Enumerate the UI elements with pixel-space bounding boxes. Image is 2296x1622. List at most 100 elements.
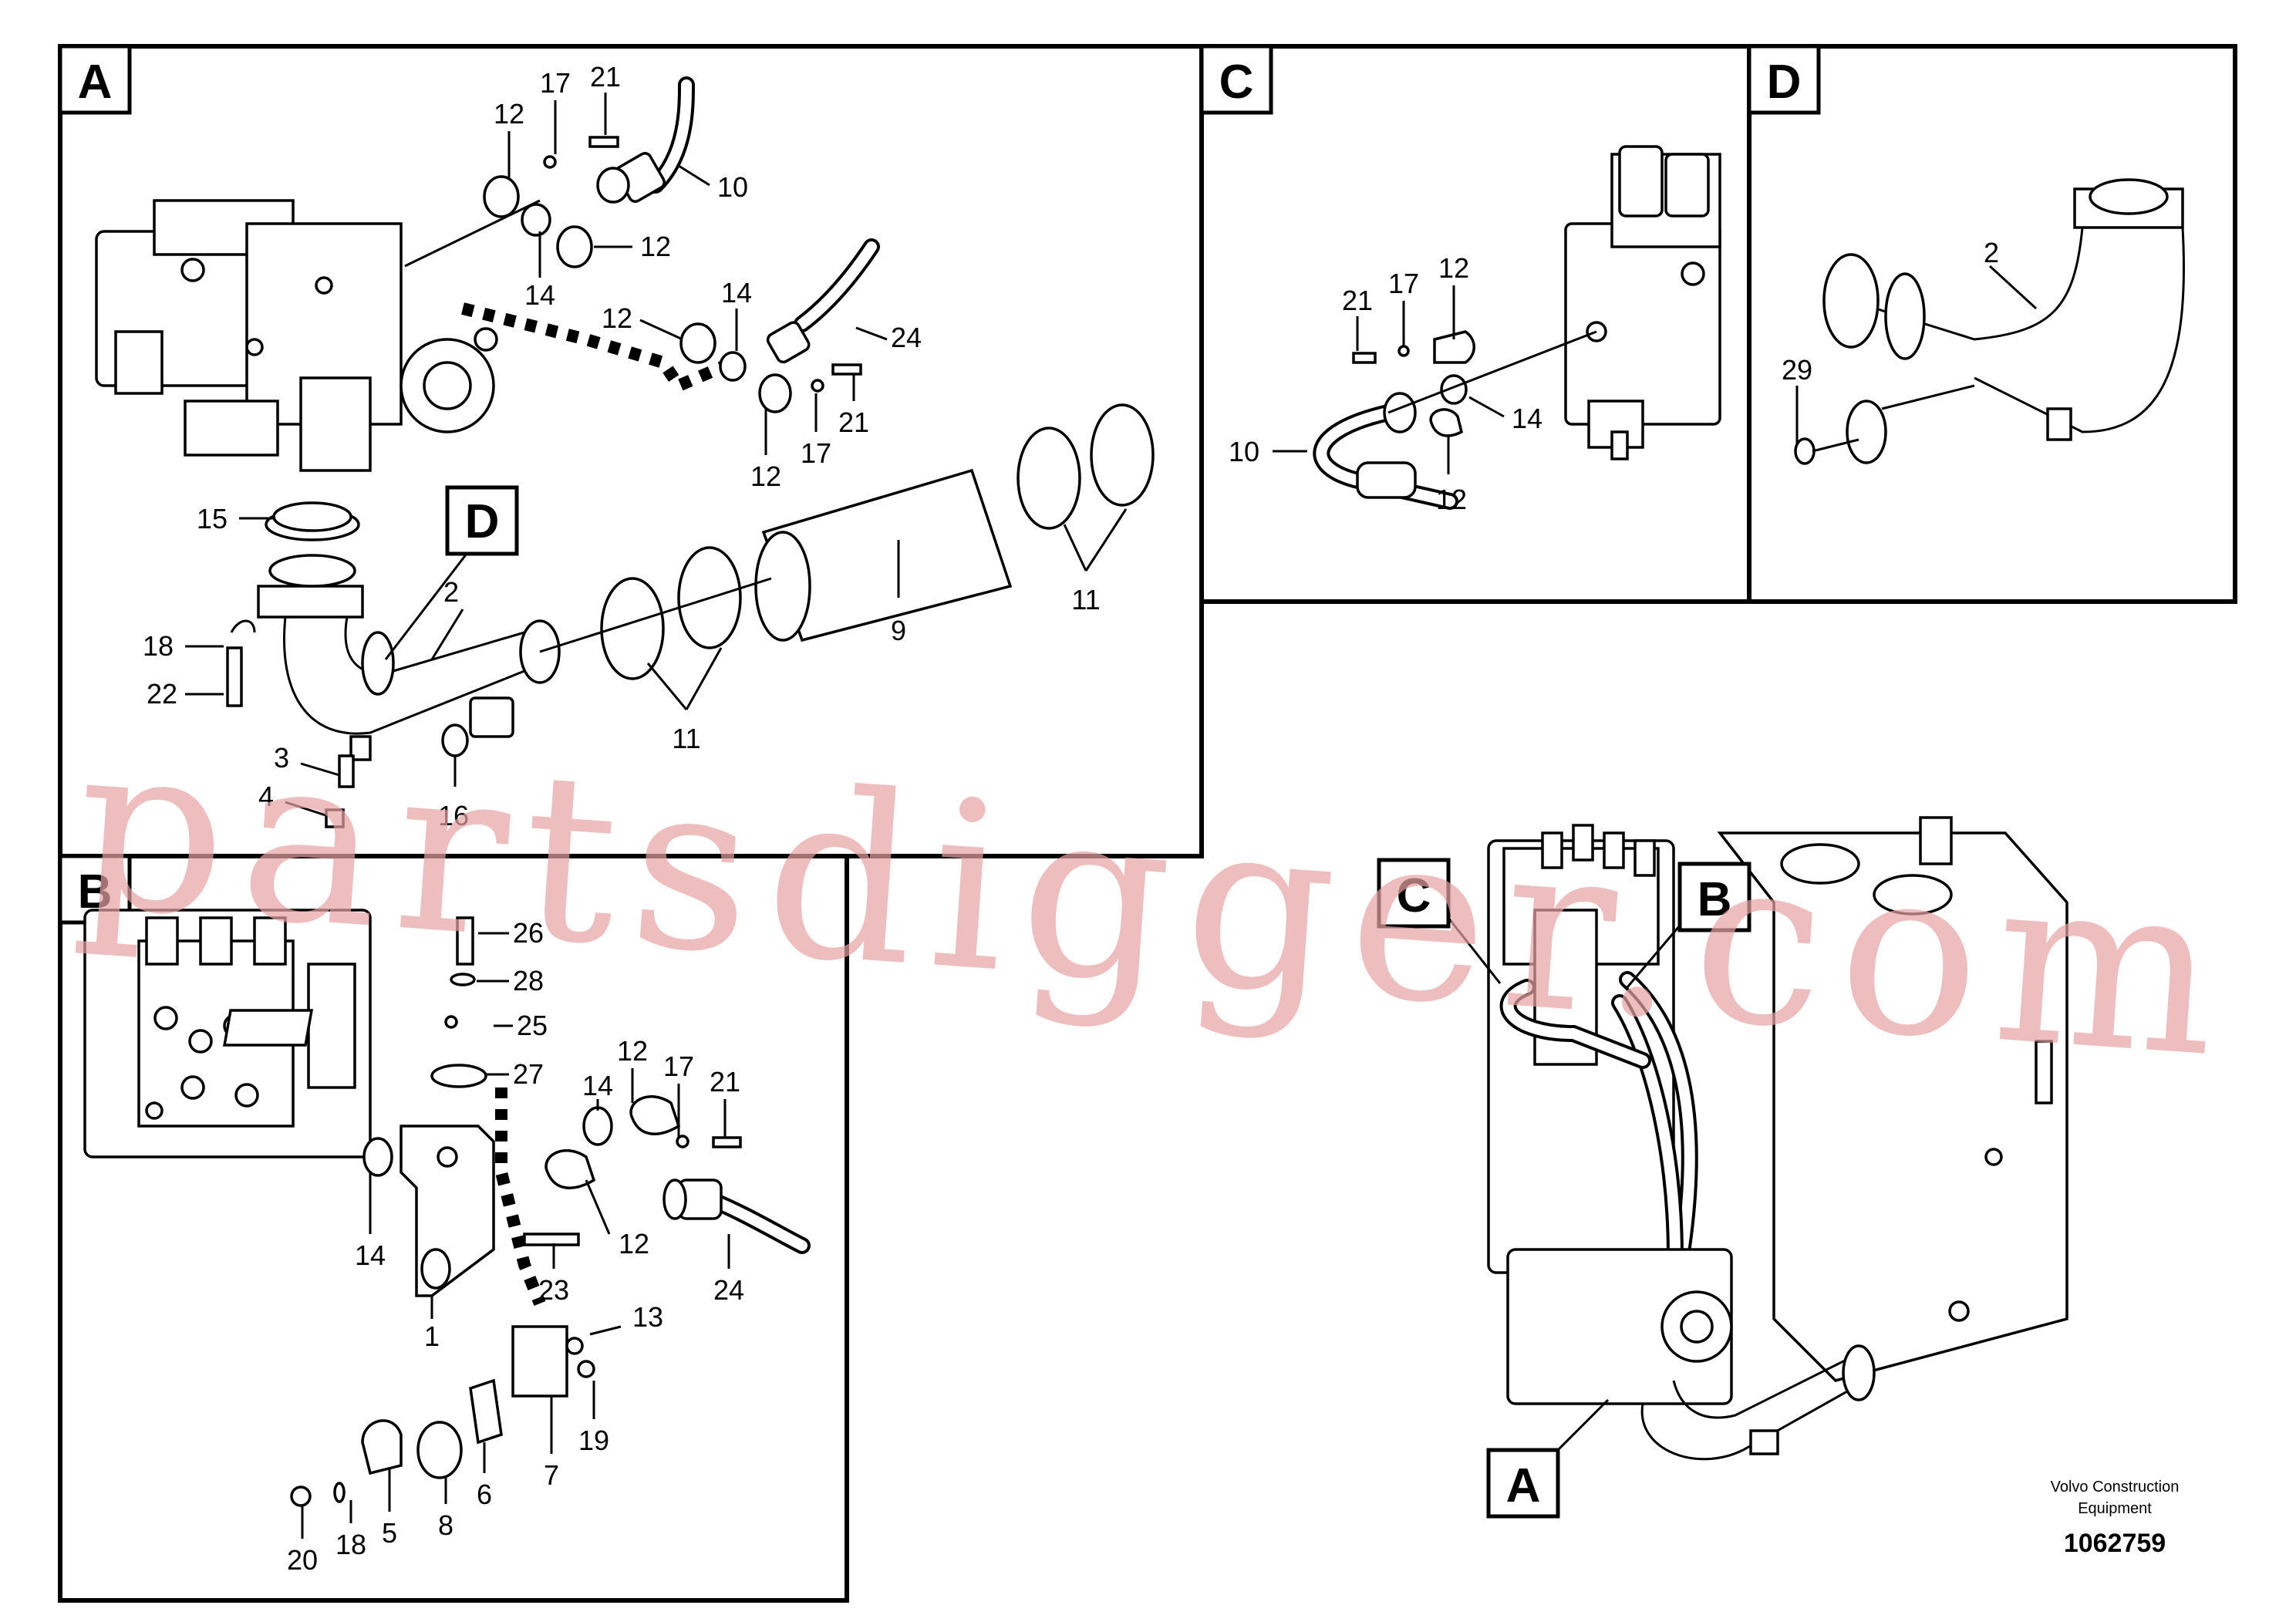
clamp-halves-12 [544, 1094, 742, 1189]
callout: 12 [602, 302, 632, 334]
callout: 8 [438, 1509, 453, 1541]
callout: 17 [1388, 268, 1419, 299]
hose-10-assembly [404, 76, 695, 268]
callout: 21 [710, 1066, 740, 1098]
callout: 6 [477, 1479, 492, 1510]
callout: 9 [891, 615, 906, 646]
callout: 10 [1229, 436, 1259, 467]
callout: 17 [801, 437, 831, 469]
overview-drawing [1487, 816, 2068, 1461]
panel-a-tag: A [78, 56, 113, 109]
tube-2-detail [1794, 178, 2185, 465]
callout: 17 [540, 67, 571, 99]
callout: 1 [424, 1320, 440, 1352]
panel-c: C 12 17 [1199, 44, 1752, 604]
callout: 12 [617, 1035, 648, 1067]
panel-b-callouts: 26 28 25 27 12 14 17 21 1 14 12 23 24 [287, 917, 744, 1576]
pump-drawing [95, 199, 498, 472]
adapter-routing-dash [495, 1088, 546, 1306]
callout: 14 [1512, 403, 1542, 434]
callout: 3 [274, 742, 289, 774]
callout: 21 [1342, 285, 1373, 316]
hose-24-assembly [679, 238, 880, 413]
callout: 26 [513, 917, 544, 949]
callout: 12 [619, 1228, 649, 1259]
callout: 2 [443, 576, 459, 608]
callout: 11 [1071, 584, 1100, 615]
callout: 14 [524, 279, 555, 311]
callout: 12 [1436, 484, 1467, 515]
overview-tag-c-text: C [1397, 869, 1431, 922]
callout: 5 [382, 1517, 397, 1549]
callout: 12 [494, 98, 524, 130]
overview-tag-b-text: B [1698, 873, 1732, 926]
overview-tag-a-text: A [1506, 1459, 1541, 1512]
callout: 19 [578, 1425, 609, 1456]
callout: 15 [197, 503, 228, 534]
callout: 21 [838, 406, 869, 438]
callout: 7 [544, 1459, 559, 1491]
callout: 12 [640, 231, 671, 262]
callout: 24 [891, 322, 922, 353]
callout: 27 [513, 1058, 544, 1090]
callout: 21 [590, 61, 621, 93]
washer-18 [230, 619, 256, 633]
callout: 16 [438, 800, 469, 831]
callout: 23 [538, 1274, 569, 1306]
screw-22 [226, 646, 243, 707]
publisher-line-2: Equipment [2078, 1500, 2152, 1517]
callout: 20 [287, 1544, 318, 1576]
plug-4 [325, 808, 345, 828]
o-ring-27 [430, 1064, 487, 1088]
overview-tag-b [1677, 862, 1752, 932]
detail-d-tag [445, 485, 519, 556]
callout: 4 [258, 781, 274, 812]
drawing-number: 1062759 [2064, 1529, 2166, 1558]
clips-5-6-8 [290, 1378, 503, 1507]
screw-23 [523, 1233, 580, 1246]
flange-25 [223, 1009, 458, 1047]
hose-9 [754, 468, 1013, 642]
bracket-7 [511, 1325, 595, 1398]
overview-tag-c [1377, 858, 1451, 929]
o-ring-15 [272, 501, 352, 532]
panel-d-callouts: 2 29 [1782, 237, 2038, 443]
callout: 18 [335, 1529, 366, 1560]
callout: 24 [713, 1274, 744, 1306]
callout: 29 [1782, 354, 1812, 386]
hose-10-c [1313, 330, 1597, 510]
callout: 12 [1438, 252, 1469, 284]
callout: 14 [355, 1239, 386, 1271]
callout: 14 [721, 277, 752, 309]
callout: 11 [672, 723, 700, 754]
callout: 25 [517, 1010, 548, 1041]
panel-c-callouts: 12 17 21 14 10 12 [1229, 252, 1542, 515]
panel-c-tag: C [1219, 56, 1254, 109]
title-block: Volvo Construction Equipment 1062759 [2051, 1479, 2180, 1558]
callout: 2 [1984, 237, 1999, 268]
panel-a: A [58, 44, 1204, 858]
hose-24-b [663, 1179, 811, 1254]
adapter-1 [400, 1125, 495, 1297]
o-ring-14 [362, 1137, 393, 1177]
callout: 13 [632, 1301, 663, 1333]
callout: 17 [663, 1050, 694, 1082]
callout: 18 [143, 630, 174, 662]
overview-tag-a [1486, 1448, 1560, 1519]
panel-d-tag: D [1767, 56, 1802, 109]
panel-a-callouts: 12 17 21 10 14 12 14 12 24 12 17 21 15 [143, 61, 1128, 831]
callout: 10 [717, 171, 748, 203]
detail-d-tag-text: D [465, 495, 500, 548]
control-valve-drawing [1564, 145, 1721, 460]
callout: 28 [513, 965, 544, 996]
callout: 12 [750, 460, 781, 492]
callout: 22 [147, 678, 177, 710]
panel-d: D 2 29 [1747, 44, 2237, 604]
washer-28 [450, 973, 476, 986]
o-ring-14b [582, 1106, 613, 1146]
callout: 14 [582, 1070, 613, 1101]
plug-3 [338, 754, 355, 788]
panel-b: B [58, 854, 849, 1603]
overview-tags: C B A [1377, 858, 1752, 1519]
